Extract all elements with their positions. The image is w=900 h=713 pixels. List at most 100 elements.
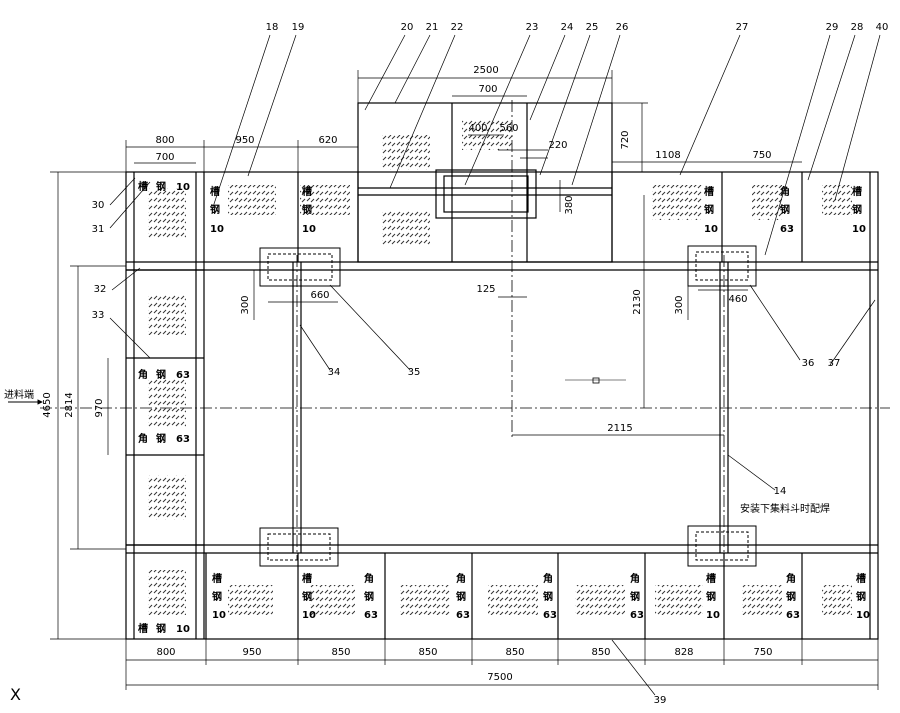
svg-text:角: 角 xyxy=(364,572,374,585)
dimension-labels: 800 700 950 620 2500 700 400 560 220 720… xyxy=(42,65,773,683)
callout-18: 18 xyxy=(266,22,279,33)
dim-800-bot: 800 xyxy=(156,647,175,658)
svg-text:63: 63 xyxy=(786,610,800,621)
callout-22: 22 xyxy=(451,22,464,33)
dim-1108: 1108 xyxy=(655,150,680,161)
svg-text:钢: 钢 xyxy=(856,590,866,603)
feed-end-label: 进料端 xyxy=(4,388,34,401)
svg-text:钢: 钢 xyxy=(212,590,222,603)
svg-text:63: 63 xyxy=(364,610,378,621)
callout-32: 32 xyxy=(94,284,107,295)
callout-37: 37 xyxy=(828,358,841,369)
svg-text:63: 63 xyxy=(630,610,644,621)
callout-20: 20 xyxy=(401,22,414,33)
dim-850-d: 850 xyxy=(591,647,610,658)
callout-21: 21 xyxy=(426,22,439,33)
dim-220: 220 xyxy=(548,140,567,151)
dim-750-bot: 750 xyxy=(753,647,772,658)
svg-text:槽: 槽 xyxy=(212,572,222,585)
svg-text:槽: 槽 xyxy=(138,180,148,193)
svg-text:角: 角 xyxy=(786,572,796,585)
svg-text:10: 10 xyxy=(706,610,720,621)
svg-text:钢: 钢 xyxy=(456,590,466,603)
dim-950-bot: 950 xyxy=(242,647,261,658)
svg-text:角: 角 xyxy=(780,185,790,198)
svg-text:槽: 槽 xyxy=(210,185,220,198)
dim-850-a: 850 xyxy=(331,647,350,658)
svg-text:槽: 槽 xyxy=(138,622,148,635)
svg-text:10: 10 xyxy=(212,610,226,621)
dim-850-b: 850 xyxy=(418,647,437,658)
dim-400: 400 xyxy=(468,123,487,134)
svg-text:钢: 钢 xyxy=(302,203,312,216)
grating-panels xyxy=(148,120,852,615)
leader-lines xyxy=(109,34,881,696)
svg-text:槽: 槽 xyxy=(852,185,862,198)
callout-31: 31 xyxy=(92,224,105,235)
dim-828: 828 xyxy=(674,647,693,658)
callout-36: 36 xyxy=(802,358,815,369)
callout-19: 19 xyxy=(292,22,305,33)
svg-text:钢: 钢 xyxy=(210,203,220,216)
callout-numbers: 18 19 20 21 22 23 24 25 26 27 29 28 40 3… xyxy=(92,22,889,706)
dim-125: 125 xyxy=(476,284,495,295)
center-marker xyxy=(592,377,600,384)
frame-structure xyxy=(125,102,879,640)
dim-2814: 2814 xyxy=(64,392,75,417)
svg-text:钢: 钢 xyxy=(156,368,166,381)
dim-700-box: 700 xyxy=(478,84,497,95)
outer-frame xyxy=(125,171,879,640)
callout-24: 24 xyxy=(561,22,574,33)
svg-text:63: 63 xyxy=(176,370,190,381)
dim-4650: 4650 xyxy=(42,392,53,417)
dim-700-top: 700 xyxy=(155,152,174,163)
dim-460: 460 xyxy=(728,294,747,305)
dim-720: 720 xyxy=(620,130,631,149)
svg-text:槽: 槽 xyxy=(706,572,716,585)
svg-text:槽: 槽 xyxy=(302,185,312,198)
material-labels: 槽 钢 10 槽 钢 10 槽 钢 10 角 钢 63 槽 钢 10 槽 钢 1… xyxy=(138,180,870,635)
svg-text:10: 10 xyxy=(852,224,866,235)
dim-7500: 7500 xyxy=(487,672,512,683)
svg-text:钢: 钢 xyxy=(786,590,796,603)
svg-text:槽: 槽 xyxy=(704,185,714,198)
callout-28: 28 xyxy=(851,22,864,33)
note-14-text: 安装下集料斗时配焊 xyxy=(740,502,830,515)
callout-33: 33 xyxy=(92,310,105,321)
dim-2500: 2500 xyxy=(473,65,498,76)
svg-text:10: 10 xyxy=(302,610,316,621)
svg-text:钢: 钢 xyxy=(706,590,716,603)
svg-text:角: 角 xyxy=(138,432,148,445)
svg-text:钢: 钢 xyxy=(156,432,166,445)
svg-text:钢: 钢 xyxy=(630,590,640,603)
callout-29: 29 xyxy=(826,22,839,33)
dim-800-top: 800 xyxy=(155,135,174,146)
callout-14: 14 xyxy=(774,486,787,497)
svg-text:钢: 钢 xyxy=(704,203,714,216)
svg-text:钢: 钢 xyxy=(852,203,862,216)
svg-text:槽: 槽 xyxy=(856,572,866,585)
dim-950-top: 950 xyxy=(235,135,254,146)
corner-mark: X xyxy=(10,685,21,704)
dim-300-right: 300 xyxy=(674,295,685,314)
svg-text:63: 63 xyxy=(456,610,470,621)
svg-text:10: 10 xyxy=(176,182,190,193)
svg-text:槽: 槽 xyxy=(302,572,312,585)
dim-560: 560 xyxy=(499,123,518,134)
callout-30: 30 xyxy=(92,200,105,211)
callout-25: 25 xyxy=(586,22,599,33)
svg-text:钢: 钢 xyxy=(302,590,312,603)
callout-34: 34 xyxy=(328,367,341,378)
svg-text:63: 63 xyxy=(543,610,557,621)
callout-23: 23 xyxy=(526,22,539,33)
callout-39: 39 xyxy=(654,695,667,706)
svg-text:钢: 钢 xyxy=(780,203,790,216)
svg-text:角: 角 xyxy=(543,572,553,585)
callout-40: 40 xyxy=(876,22,889,33)
dim-620-top: 620 xyxy=(318,135,337,146)
svg-text:角: 角 xyxy=(138,368,148,381)
svg-text:63: 63 xyxy=(780,224,794,235)
dim-970: 970 xyxy=(94,398,105,417)
dim-850-c: 850 xyxy=(505,647,524,658)
svg-text:钢: 钢 xyxy=(543,590,553,603)
